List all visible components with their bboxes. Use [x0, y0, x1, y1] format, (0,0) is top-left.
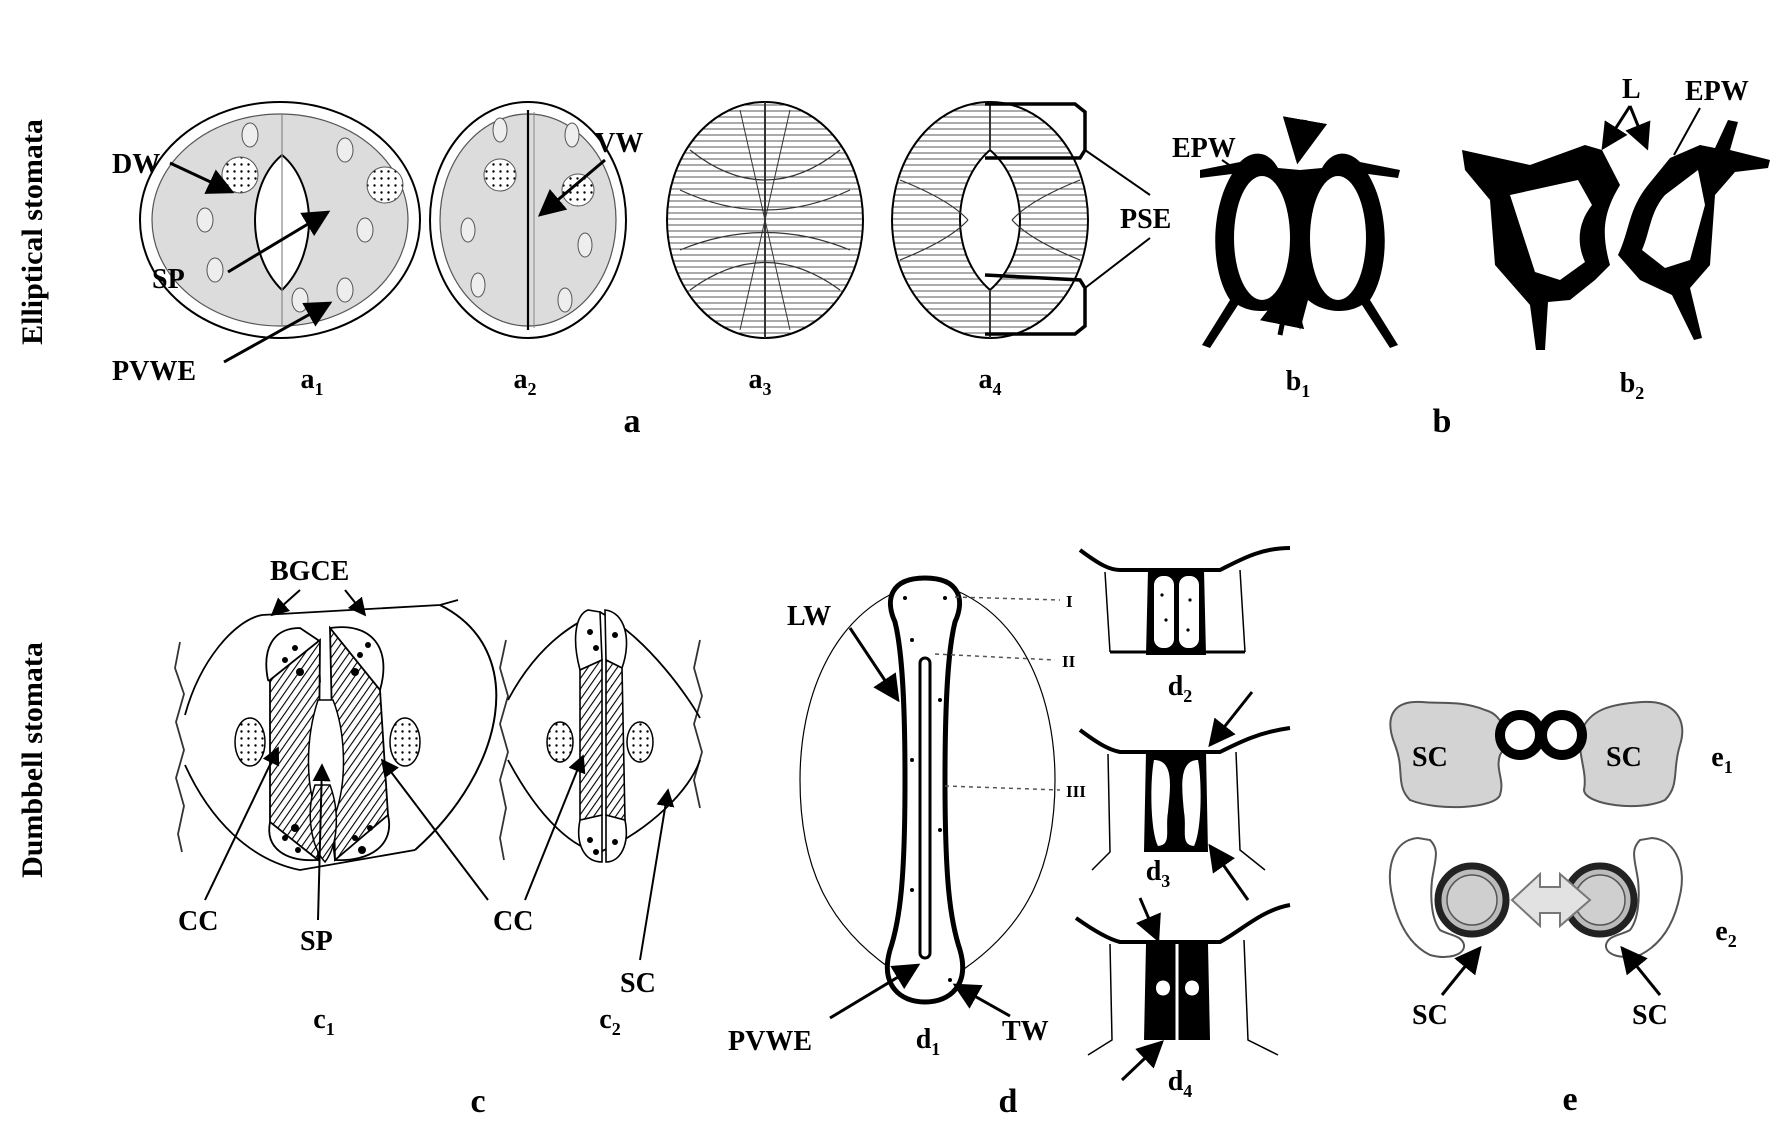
- label-lw: LW: [787, 601, 831, 632]
- arrow-l-right: [1625, 105, 1651, 151]
- arrow-top-b1: [1282, 116, 1328, 165]
- sublabel-c2: c2: [599, 1004, 620, 1039]
- sublabel-d3: d3: [1146, 856, 1171, 891]
- leader-epw-b1: [1221, 159, 1249, 179]
- arrow-tw: [952, 983, 1011, 1018]
- arrow-pvwe-a: [223, 301, 333, 364]
- panel-label-c: c: [470, 1083, 485, 1120]
- arrow-cc-c1-left: [204, 746, 280, 901]
- label-epw-b1: EPW: [1172, 133, 1236, 164]
- diagram-d3: [1078, 726, 1291, 871]
- row-label-dumbbell: Dumbbell stomata: [16, 642, 49, 878]
- sublabel-a1: a1: [301, 364, 324, 399]
- arrow-cc-c1-right: [380, 758, 489, 901]
- sublabel-d2: d2: [1168, 671, 1193, 706]
- label-epw-b2: EPW: [1685, 76, 1749, 107]
- label-sc-c: SC: [620, 968, 656, 999]
- label-sc-e1-right: SC: [1606, 742, 1642, 773]
- label-cc-c1: CC: [178, 906, 218, 937]
- arrow-top-d3: [1208, 691, 1254, 748]
- section-mark-1: I: [1066, 592, 1073, 611]
- sublabel-e2: e2: [1715, 916, 1736, 951]
- diagram-e2: [1388, 836, 1683, 958]
- arrow-pvwe-d: [829, 963, 921, 1020]
- arrow-sp-a: [227, 210, 331, 274]
- panel-label-e: e: [1562, 1081, 1577, 1118]
- panel-label-d: d: [999, 1083, 1018, 1120]
- arrow-l-left: [1601, 105, 1632, 151]
- diagram-a4: [891, 101, 1089, 339]
- label-bgce: BGCE: [270, 556, 349, 587]
- arrow-dw: [169, 161, 235, 194]
- sublabel-a2: a2: [514, 364, 537, 399]
- sublabel-d1: d1: [916, 1024, 941, 1059]
- sublabel-d4: d4: [1168, 1066, 1193, 1101]
- arrow-sp-c: [312, 763, 331, 921]
- label-tw: TW: [1002, 1016, 1049, 1047]
- sublabel-c1: c1: [313, 1004, 334, 1039]
- label-l: L: [1622, 74, 1641, 105]
- diagram-c1: [174, 599, 498, 871]
- arrow-bgce-right: [344, 589, 367, 617]
- section-mark-3: III: [1066, 782, 1086, 801]
- label-dw: DW: [112, 149, 160, 180]
- diagram-c2: [499, 609, 703, 863]
- label-sc-e1-left: SC: [1412, 742, 1448, 773]
- arrow-bottom-d3: [1208, 843, 1250, 901]
- section-mark-2: II: [1062, 652, 1076, 671]
- diagram-a2: [429, 101, 627, 339]
- sublabel-a3: a3: [749, 364, 772, 399]
- sublabel-b1: b1: [1286, 366, 1311, 401]
- label-sp-a: SP: [152, 264, 185, 295]
- arrow-cc-c2: [524, 754, 586, 901]
- arrow-sc-e2-right: [1620, 945, 1662, 996]
- label-pvwe-a: PVWE: [112, 356, 196, 387]
- diagram-d2: [1078, 546, 1291, 655]
- diagram-e1: [1389, 700, 1684, 809]
- arrow-bottom-b1: [1259, 280, 1305, 336]
- arrow-top-d4: [1136, 897, 1161, 943]
- sublabel-e1: e1: [1711, 742, 1732, 777]
- sublabel-b2: b2: [1620, 368, 1645, 403]
- arrow-bgce-left: [270, 589, 301, 617]
- arrow-vw: [537, 158, 606, 217]
- label-pvwe-d: PVWE: [728, 1026, 812, 1057]
- arrow-sc-c: [639, 788, 675, 961]
- label-sc-e2-right: SC: [1632, 1000, 1668, 1031]
- arrow-lw: [848, 627, 900, 703]
- row-label-elliptical: Elliptical stomata: [16, 119, 49, 345]
- label-cc-c2: CC: [493, 906, 533, 937]
- diagram-a1: [139, 101, 421, 339]
- sublabel-a4: a4: [979, 364, 1002, 399]
- arrow-bottom-d4: [1120, 1040, 1164, 1082]
- label-pse: PSE: [1120, 204, 1171, 235]
- leader-epw-b2: [1673, 107, 1701, 156]
- diagram-d4: [1074, 903, 1291, 1056]
- diagram-b1: [1200, 153, 1400, 348]
- label-sc-e2-left: SC: [1412, 1000, 1448, 1031]
- diagram-d1: [799, 575, 1061, 1005]
- diagram-b2: [1462, 120, 1770, 350]
- label-sp-c: SP: [300, 926, 333, 957]
- panel-label-a: a: [624, 403, 641, 440]
- diagram-a3: [666, 101, 864, 339]
- label-vw: VW: [595, 128, 643, 159]
- arrow-sc-e2-left: [1440, 945, 1482, 996]
- panel-label-b: b: [1433, 403, 1452, 440]
- brackets-pse: [984, 102, 1151, 336]
